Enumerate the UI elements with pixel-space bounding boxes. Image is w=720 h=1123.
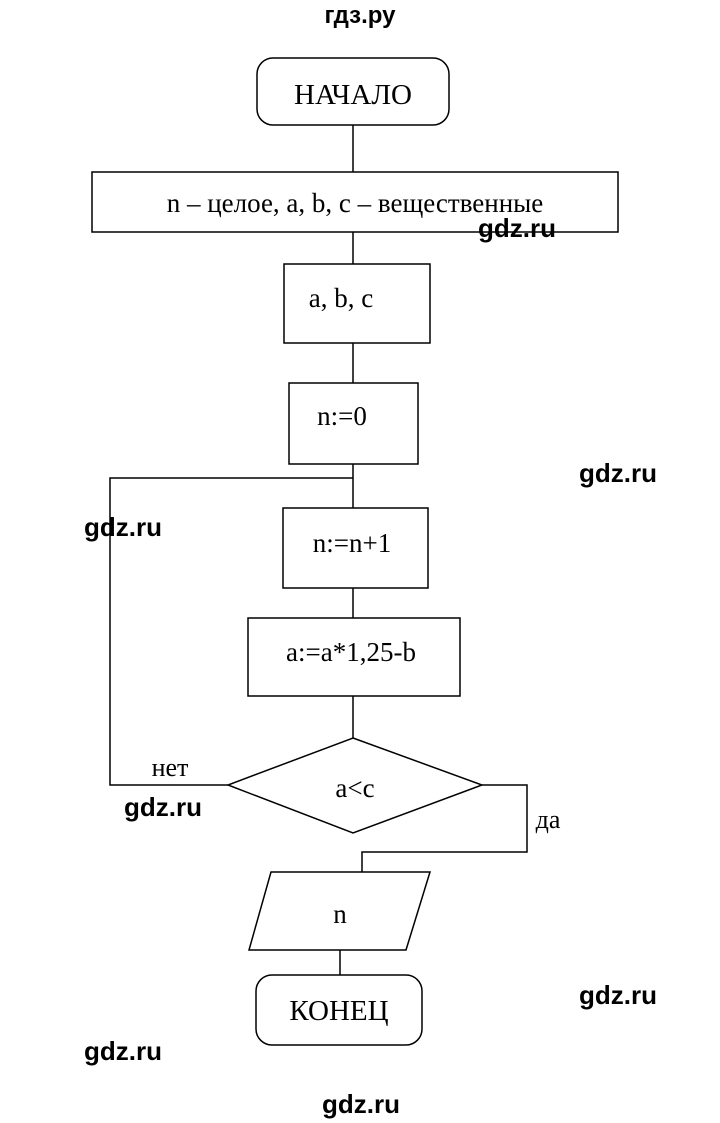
input-label: a, b, c	[309, 283, 373, 313]
watermark: gdz.ru	[579, 980, 657, 1010]
decision-diamond-shape	[225, 737, 485, 834]
input-box-shape	[283, 263, 431, 344]
init-label: n:=0	[317, 401, 367, 431]
end-terminal-label: КОНЕЦ	[289, 995, 388, 1027]
no-branch-label: нет	[152, 753, 189, 782]
declaration-box-shape	[91, 171, 619, 233]
watermark: gdz.ru	[322, 1089, 400, 1119]
watermark: gdz.ru	[478, 213, 556, 243]
site-header: гдз.ру	[324, 2, 396, 29]
watermark: gdz.ru	[84, 1036, 162, 1066]
output-parallelogram-shape	[248, 871, 432, 951]
update-label: a:=a*1,25-b	[286, 637, 416, 667]
update-box-shape	[247, 617, 461, 697]
loop-back-line	[109, 477, 353, 786]
condition-label: a<c	[335, 773, 374, 803]
start-terminal-label: НАЧАЛО	[294, 79, 412, 111]
watermark: gdz.ru	[124, 792, 202, 822]
increment-box-shape	[282, 507, 429, 589]
output-label: n	[333, 899, 347, 929]
declaration-label: n – целое, a, b, c – вещественные	[167, 188, 544, 218]
increment-label: n:=n+1	[313, 528, 391, 558]
watermark: gdz.ru	[579, 458, 657, 488]
watermark: gdz.ru	[84, 512, 162, 542]
end-terminal-shape	[255, 974, 423, 1046]
yes-branch-line	[361, 784, 528, 872]
yes-branch-label: да	[536, 805, 561, 834]
